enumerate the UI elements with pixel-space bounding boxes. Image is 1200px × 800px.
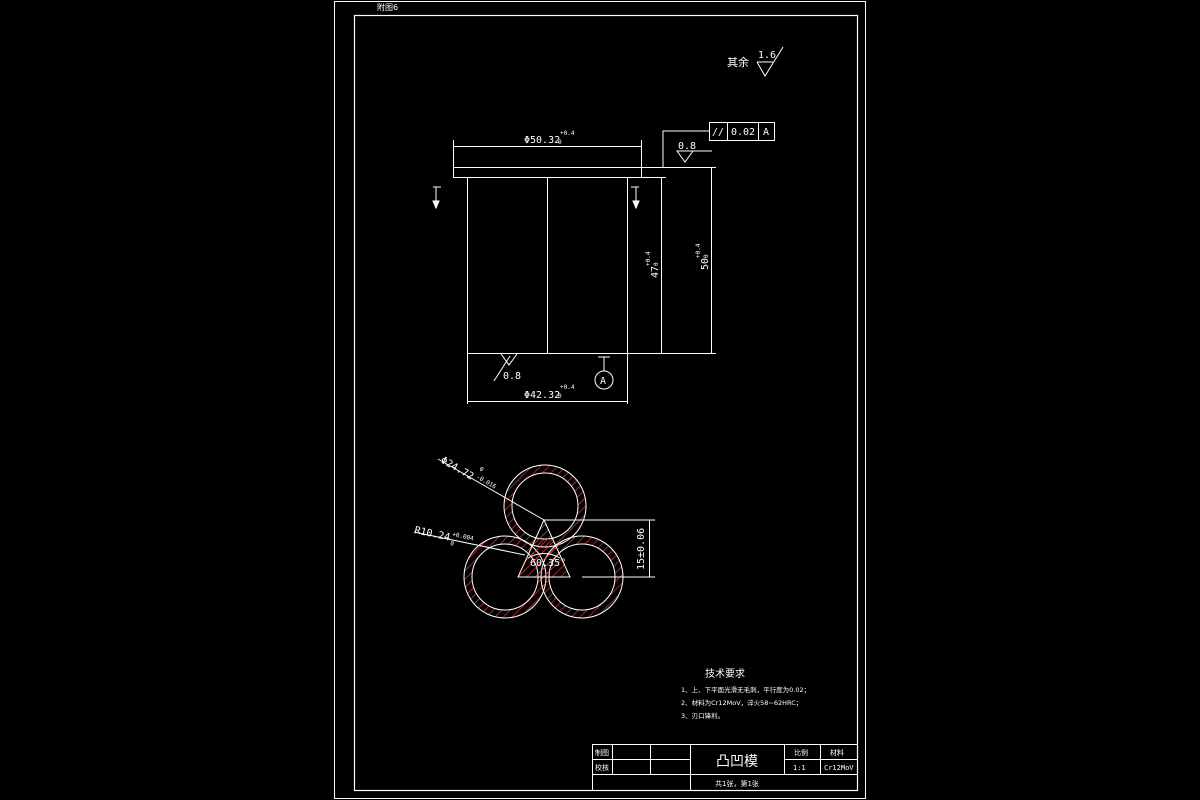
top-tol-text: +0.4 [560, 130, 575, 137]
tolerance-leader [662, 130, 709, 167]
title-block [592, 744, 858, 791]
angle-text: 60.35° [530, 558, 566, 569]
roughness-bottom-icon [493, 353, 518, 382]
sheet-info: 共1张，第1张 [715, 779, 759, 788]
total-height-text: 50 [700, 258, 711, 270]
datum-a-text: A [600, 376, 606, 387]
tech-req-item-3: 3、刃口锋利。 [681, 711, 724, 720]
technical-requirements: 技术要求 1、上、下平面光滑无毛刺，平行度为0.02； 2、材料为Cr12MoV… [681, 667, 810, 720]
inner-height-tol-lower-text: 0 [653, 262, 660, 266]
surface-note-value: 1.6 [758, 50, 776, 61]
roughness-top-text: 0.8 [678, 141, 696, 152]
outer-diameter-leader [437, 458, 545, 521]
roughness-bottom-text: 0.8 [503, 371, 521, 382]
bottom-tol-text: +0.4 [560, 384, 575, 391]
angle-arc [527, 553, 561, 559]
roughness-top-icon [676, 150, 712, 163]
scale-value: 1:1 [793, 764, 806, 772]
center-triangle [517, 518, 571, 578]
tolerance-datum: A [763, 127, 769, 138]
inner-border [353, 14, 859, 792]
outer-tol-text: 0 [478, 466, 485, 474]
tolerance-symbol: // [712, 127, 724, 138]
outer-border [334, 1, 866, 799]
inner-tol-text: +0.004 [452, 531, 475, 542]
inner-height-tol-text: +0.4 [645, 251, 652, 266]
section-view: Φ24.72 0 -0.016 R10.24 +0.004 0 60.35° 1… [413, 455, 655, 619]
drawn-label: 制图 [595, 748, 609, 757]
front-view [432, 130, 716, 404]
datum-a-circle [594, 370, 614, 390]
tolerance-value: 0.02 [731, 127, 755, 138]
roughness-symbol-icon [756, 46, 784, 77]
top-diameter-text: Φ50.32 [524, 135, 560, 146]
inner-tol-lower-text: 0 [450, 540, 455, 548]
outer-diameter-text: Φ24.72 [439, 455, 476, 483]
inner-height-text: 47 [650, 266, 661, 278]
top-tol-lower-text: 0 [558, 139, 562, 146]
surface-note-label: 其余 [727, 55, 749, 69]
tech-req-item-1: 1、上、下平面光滑无毛刺，平行度为0.02； [681, 685, 810, 694]
tech-req-item-2: 2、材料为Cr12MoV，淬火58~62HRC； [681, 698, 802, 707]
tolerance-frame: // 0.02 A [709, 122, 775, 141]
tech-req-title: 技术要求 [705, 667, 745, 680]
front-view-dimensions: Φ50.32 +0.4 0 Φ42.32 +0.4 0 47 +0.4 0 50… [503, 122, 775, 401]
distance-text: 15±0.06 [636, 528, 647, 570]
flange-outline [453, 167, 642, 178]
surface-finish-note: 其余 1.6 [727, 46, 784, 77]
bottom-diameter-text: Φ42.32 [524, 390, 560, 401]
total-height-tol-text: +0.4 [695, 243, 702, 258]
checked-label: 校核 [595, 763, 609, 772]
title-block-text: 制图 校核 凸凹模 比例 1:1 材料 Cr12MoV 共1张，第1张 [595, 748, 854, 788]
inner-radius-leader [413, 531, 526, 556]
material-value: Cr12MoV [824, 764, 854, 772]
scale-label: 比例 [794, 748, 808, 757]
material-label: 材料 [830, 748, 844, 757]
part-name: 凸凹模 [716, 754, 758, 770]
bottom-tol-lower-text: 0 [558, 393, 562, 400]
corner-label: 附图6 [377, 2, 398, 12]
inner-radius-text: R10.24 [413, 525, 451, 543]
datum-leader [598, 356, 610, 371]
total-height-tol-lower-text: 0 [703, 254, 710, 258]
